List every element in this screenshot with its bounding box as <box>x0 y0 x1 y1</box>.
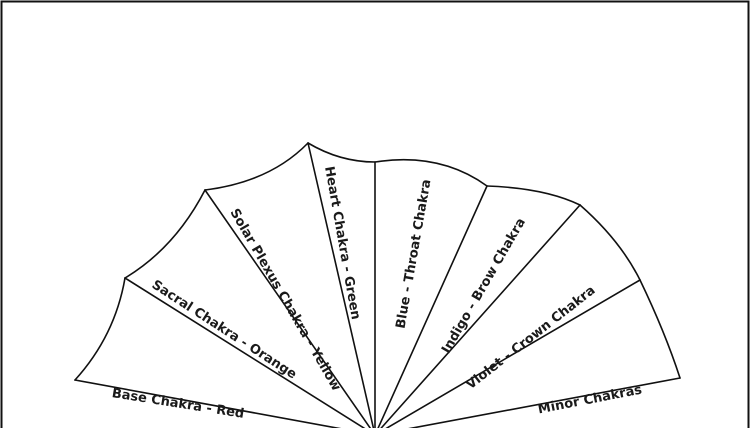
rim-arc-1 <box>124 189 206 279</box>
spoke-8 <box>408 377 681 428</box>
spoke-5 <box>377 185 488 428</box>
rim-arc-6 <box>579 204 641 281</box>
spoke-3 <box>307 142 375 428</box>
segment-labels: Base Chakra - Red Sacral Chakra - Orange… <box>111 165 644 422</box>
segment-label-throat: Blue - Throat Chakra <box>393 178 434 330</box>
rim-arc-2 <box>204 142 309 191</box>
segment-label-heart: Heart Chakra - Green <box>321 165 363 321</box>
rim-arc-3 <box>307 142 376 163</box>
rim-arc-0 <box>74 277 126 381</box>
segment-label-brow: Indigo - Brow Chakra <box>439 216 529 357</box>
spoke-0 <box>74 379 342 428</box>
segment-label-base: Base Chakra - Red <box>111 386 245 422</box>
fan-scalloped-rim <box>74 142 681 381</box>
rim-arc-7 <box>639 279 681 379</box>
spoke-1 <box>124 277 366 428</box>
rim-arc-5 <box>486 185 581 206</box>
spoke-6 <box>380 204 581 428</box>
spoke-7 <box>385 279 641 428</box>
segment-label-minor: Minor Chakras <box>537 383 644 418</box>
rim-arc-4 <box>374 159 488 187</box>
fan-spokes <box>74 142 681 428</box>
spoke-2 <box>204 189 372 428</box>
